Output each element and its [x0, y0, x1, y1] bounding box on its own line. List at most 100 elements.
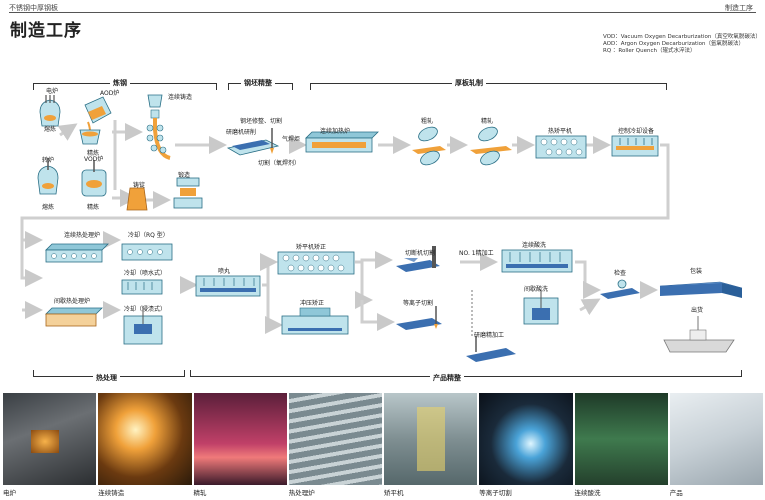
controlled-cooling-icon	[611, 135, 659, 157]
caption-finish-rolling: 精轧	[193, 489, 207, 497]
label-hot-leveler: 热矫平机	[548, 128, 573, 135]
caption-plasma-cutting: 等离子切割	[479, 489, 512, 497]
immersion-cooling-icon	[123, 306, 163, 345]
caption-heat-treatment-furnace: 热处理炉	[288, 489, 315, 497]
caption-continuous-pickling: 连续酸洗	[574, 489, 601, 497]
vod-furnace-icon	[81, 160, 107, 197]
label-electric-furnace: 电炉	[46, 88, 59, 95]
packing-icon	[659, 281, 743, 298]
label-cont-heat-treat: 连续热处理炉	[64, 232, 101, 239]
caption-electric-furnace: 电炉	[3, 489, 16, 497]
rolling-bracket	[310, 83, 667, 90]
label-forging: 锻造	[178, 172, 191, 179]
heat-treatment-furnace-photo	[288, 393, 382, 485]
inspection-icon	[600, 279, 640, 299]
label-shipping: 出货	[691, 307, 704, 314]
legend-vod: VOD：Vacuum Oxygen Decarburization（真空吹氧脱碳…	[603, 34, 761, 40]
section-heat-treatment: 热处理	[93, 373, 120, 383]
label-batch-pickling: 间歇酸洗	[524, 286, 549, 293]
leveler-photo	[384, 393, 478, 485]
section-plate-rolling: 厚板轧制	[452, 78, 486, 88]
slab-grinding-icon	[226, 128, 280, 156]
ship-icon	[663, 316, 735, 353]
continuous-casting-photo	[98, 393, 192, 485]
plasma-cutting-photo	[479, 393, 573, 485]
label-reheating-furnace: 连续加热炉	[320, 128, 351, 135]
header-rule	[9, 12, 756, 13]
photo-strip	[3, 393, 763, 485]
batch-pickling-icon	[523, 290, 559, 325]
label-converter: 转炉	[42, 157, 55, 164]
label-melting2: 熔炼	[42, 204, 55, 211]
label-aod-furnace: AOD炉	[100, 90, 120, 97]
finish-rolling-icon	[470, 126, 512, 166]
section-slab-finishing: 钢坯精整	[241, 78, 275, 88]
label-no1-finish: NO. 1精加工	[459, 250, 494, 257]
label-plasma-cut: 等离子切割	[403, 300, 434, 307]
label-controlled-cooling: 控制冷却设备	[618, 128, 655, 135]
product-photo	[669, 393, 763, 485]
label-grinding: 研磨机研削	[226, 129, 257, 136]
plasma-cutting-icon	[396, 306, 442, 330]
caption-product: 产品	[669, 489, 683, 497]
label-shot-blast: 喷丸	[218, 268, 231, 275]
section-steelmaking: 炼钢	[110, 78, 130, 88]
photo-captions: 电炉 连续铸造 精轧 热处理炉 矫平机 等离子切割 连续酸洗 产品	[3, 487, 763, 497]
label-cooling-immersion: 冷却（浸渍式）	[124, 306, 167, 313]
label-gas-cutting: 气焊炬	[282, 136, 301, 143]
label-leveler: 矫平机矫正	[296, 244, 327, 251]
electric-furnace-icon	[39, 95, 61, 127]
leveler-icon	[277, 251, 355, 275]
label-ingot-casting: 铸锭	[133, 182, 146, 189]
continuous-caster-icon	[146, 94, 171, 160]
label-melting: 熔炼	[44, 126, 57, 133]
label-finish-rolling: 精轧	[481, 118, 494, 125]
label-cooling-spray: 冷却（喷水式）	[124, 270, 167, 277]
label-press-straight: 冲压矫正	[300, 300, 325, 307]
rough-rolling-icon	[412, 126, 446, 166]
label-refining2: 精炼	[87, 204, 100, 211]
label-inspection: 检查	[614, 270, 627, 277]
batch-heat-treatment-furnace-icon	[45, 307, 103, 327]
press-straightening-icon	[281, 307, 349, 335]
reheating-furnace-icon	[305, 131, 379, 153]
category-label: 不锈钢中厚钢板	[9, 4, 58, 12]
continuous-pickling-icon	[501, 249, 573, 273]
converter-icon	[37, 158, 59, 195]
continuous-pickling-photo	[574, 393, 668, 485]
label-slab-repair: 钢坯修整、切割	[240, 118, 283, 125]
legend-rq: RQ ：Roller Quench（辊式水淬法）	[603, 48, 696, 54]
page-title: 制造工序	[10, 21, 82, 41]
label-vod-furnace: VOD炉	[84, 156, 104, 163]
grinding-finish-icon	[466, 290, 516, 362]
electric-furnace-photo	[3, 393, 97, 485]
aod-furnace-icon	[79, 96, 112, 145]
caption-leveler: 矫平机	[384, 489, 404, 497]
finish-rolling-photo	[193, 393, 287, 485]
spray-cooling-icon	[121, 279, 163, 295]
label-cooling-rq: 冷却（RQ 型）	[128, 232, 169, 239]
finish-bracket	[190, 370, 742, 377]
continuous-heat-treatment-furnace-icon	[45, 243, 109, 263]
shear-cutting-icon	[396, 246, 440, 272]
section-label: 制造工序	[725, 4, 753, 12]
hot-leveler-icon	[535, 135, 587, 159]
label-continuous-casting: 连续铸造	[168, 94, 193, 101]
forging-icon	[173, 177, 203, 209]
legend-aod: AOD：Argon Oxygen Decarburization（氩氧脱碳法）	[603, 41, 745, 47]
process-diagram	[20, 94, 743, 362]
rq-cooling-icon	[121, 243, 173, 261]
label-cont-pickling: 连续酸洗	[522, 242, 547, 249]
section-product-finishing: 产品精整	[430, 373, 464, 383]
label-cutting-oxygen: 切割（氧焊剂）	[258, 160, 301, 167]
flow-arrows-row1	[20, 120, 670, 334]
legend: VOD：Vacuum Oxygen Decarburization（真空吹氧脱碳…	[603, 34, 761, 55]
label-shear-cut: 切断机切割	[405, 250, 436, 257]
label-rough-rolling: 粗轧	[421, 118, 434, 125]
label-grinding-finish: 研磨精加工	[474, 332, 505, 339]
shot-blast-icon	[195, 275, 261, 297]
ingot-icon	[126, 187, 148, 211]
label-refining1: 精炼	[87, 150, 100, 157]
label-batch-heat-treat: 间歇热处理炉	[54, 298, 91, 305]
label-packing: 包装	[690, 268, 703, 275]
